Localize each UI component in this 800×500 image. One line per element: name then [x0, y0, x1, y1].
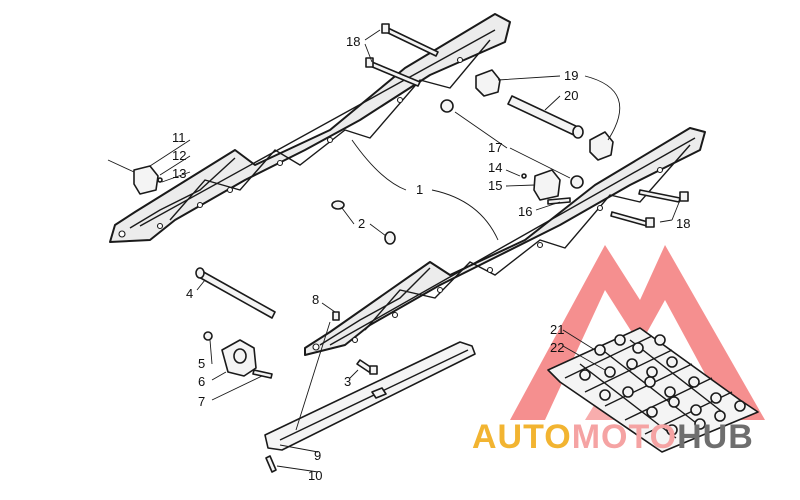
callout-11: 11: [172, 130, 186, 145]
frame-rail-front: [304, 127, 706, 356]
bracket-assembly-11: [107, 159, 163, 195]
watermark-auto: AUTO: [472, 418, 572, 456]
callout-22: 22: [550, 340, 564, 355]
callout-18-right: 18: [676, 216, 690, 231]
callout-19: 19: [564, 68, 578, 83]
axle-shaft: [195, 267, 276, 319]
callout-15: 15: [488, 178, 502, 193]
svg-text:AUTOMOTOHUB: AUTOMOTOHUB: [472, 418, 754, 456]
callout-13: 13: [172, 166, 186, 181]
spacer-17: [440, 99, 584, 189]
callout-17: 17: [488, 140, 502, 155]
callout-1: 1: [416, 182, 423, 197]
callout-14: 14: [488, 160, 502, 175]
cross-shaft-20: [507, 95, 584, 139]
bolt-3: [356, 359, 378, 375]
watermark-hub: HUB: [677, 418, 754, 456]
callout-8: 8: [312, 292, 319, 307]
callout-7: 7: [198, 394, 205, 409]
frame-rail-rear: [109, 13, 511, 243]
callout-labels: 1 2 3 4 5 6 7 8 9 10 11 12 13 14 15 16 1…: [172, 34, 690, 483]
callout-16: 16: [518, 204, 532, 219]
callout-5: 5: [198, 356, 205, 371]
callout-12: 12: [172, 148, 186, 163]
bushing-19: [475, 69, 614, 161]
bracket-assembly-15: [521, 169, 571, 205]
callout-4: 4: [186, 286, 193, 301]
spacer-washer: [331, 200, 396, 245]
callout-10: 10: [308, 468, 322, 483]
callout-18-top: 18: [346, 34, 360, 49]
end-cap-6: [203, 331, 273, 379]
pin-8: [332, 311, 340, 321]
callout-3: 3: [344, 374, 351, 389]
callout-21: 21: [550, 322, 564, 337]
callout-20: 20: [564, 88, 578, 103]
watermark-moto: MOTO: [572, 418, 677, 456]
slide-rail-9: [264, 341, 476, 473]
track-clip-kit: [547, 327, 759, 453]
callout-9: 9: [314, 448, 321, 463]
watermark-text: AUTOMOTOHUB: [472, 418, 754, 456]
bolt-18: [365, 23, 689, 228]
callout-6: 6: [198, 374, 205, 389]
leader-lines: [149, 29, 681, 473]
callout-2: 2: [358, 216, 365, 231]
